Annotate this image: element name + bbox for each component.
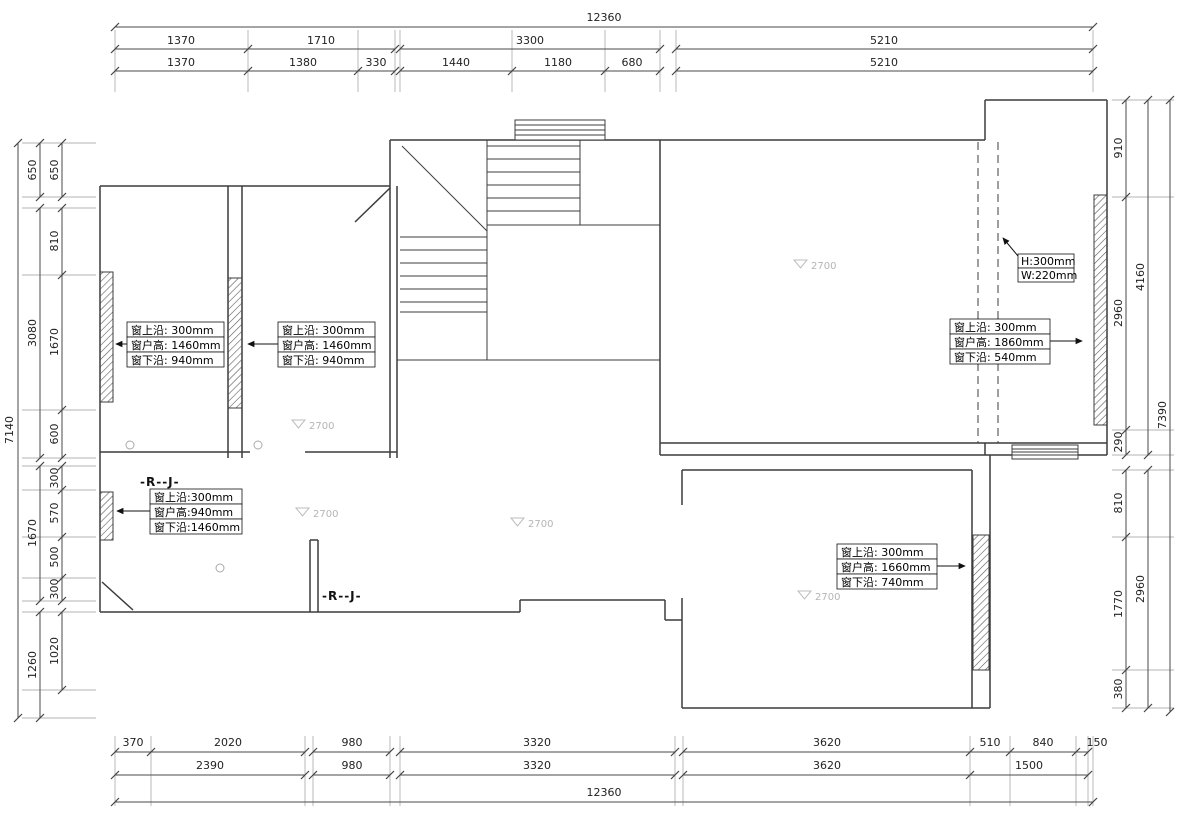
window-upper-left-interior bbox=[227, 277, 243, 409]
dim-right-mid-0: 4160 bbox=[1134, 263, 1147, 291]
dim-top-r3-4: 1180 bbox=[544, 56, 572, 69]
window-annotation-3: 窗上沿: 300mm 窗户高: 1860mm 窗下沿: 540mm bbox=[949, 318, 1083, 365]
window-annotation-3-bottom: 窗下沿: 540mm bbox=[954, 350, 1037, 364]
ceiling-marker-5: 2700 bbox=[815, 592, 840, 603]
window-annotation-5-height: 窗户高: 1660mm bbox=[841, 560, 931, 574]
dim-top-r3-3: 1440 bbox=[442, 56, 470, 69]
dim-left-total: 7140 bbox=[3, 416, 16, 444]
window-annotation-4-bottom: 窗下沿:1460mm bbox=[154, 520, 240, 534]
dim-bot-r2-2: 3320 bbox=[523, 759, 551, 772]
window-annotation-5-top: 窗上沿: 300mm bbox=[841, 545, 924, 559]
dim-bot-r2-0: 2390 bbox=[196, 759, 224, 772]
window-upper-left-exterior bbox=[99, 271, 114, 403]
dim-left-in-0: 650 bbox=[48, 160, 61, 181]
window-annotation-4-top: 窗上沿:300mm bbox=[154, 490, 233, 504]
dim-bot-r1-2: 980 bbox=[342, 736, 363, 749]
dim-left-mid-1: 3080 bbox=[26, 319, 39, 347]
rj-label-lower: -R--J- bbox=[322, 589, 362, 603]
dashed-beam-lines bbox=[977, 142, 999, 443]
dim-top-r3-6: 5210 bbox=[870, 56, 898, 69]
dim-left-in-4: 300 bbox=[48, 468, 61, 489]
dim-bot-r1-6: 840 bbox=[1033, 736, 1054, 749]
dim-top-r2-3: 5210 bbox=[870, 34, 898, 47]
window-annotation-3-top: 窗上沿: 300mm bbox=[954, 320, 1037, 334]
dim-left-mid-0: 650 bbox=[26, 160, 39, 181]
dim-bot-r1-3: 3320 bbox=[523, 736, 551, 749]
window-annotation-1-height: 窗户高: 1460mm bbox=[131, 338, 221, 352]
annotation-arrow bbox=[1002, 237, 1019, 257]
dim-right-total: 7390 bbox=[1156, 401, 1169, 429]
window-symbols bbox=[99, 119, 1108, 671]
dim-left-in-1: 810 bbox=[48, 231, 61, 252]
window-annotation-1-top: 窗上沿: 300mm bbox=[131, 323, 214, 337]
dimension-labels: 12360 1370 1710 3300 5210 1370 1380 330 … bbox=[3, 11, 1169, 799]
fixture-symbols bbox=[125, 440, 263, 573]
stair-break-line bbox=[401, 145, 488, 232]
dim-right-mid-1: 2960 bbox=[1134, 575, 1147, 603]
window-annotation-5-bottom: 窗下沿: 740mm bbox=[841, 575, 924, 589]
dim-bot-r2-3: 3620 bbox=[813, 759, 841, 772]
dim-bot-r2-1: 980 bbox=[342, 759, 363, 772]
window-right-large bbox=[1093, 194, 1108, 426]
window-annotation-2-height: 窗户高: 1460mm bbox=[282, 338, 372, 352]
window-stair-top bbox=[514, 119, 606, 141]
dim-right-in-2: 290 bbox=[1112, 432, 1125, 453]
dim-left-mid-2: 1670 bbox=[26, 519, 39, 547]
dim-bottom-total: 12360 bbox=[587, 786, 622, 799]
window-annotation-1: 窗上沿: 300mm 窗户高: 1460mm 窗下沿: 940mm bbox=[115, 321, 225, 368]
dim-left-in-7: 300 bbox=[48, 579, 61, 600]
dim-right-in-1: 2960 bbox=[1112, 299, 1125, 327]
ceiling-marker-2: 2700 bbox=[811, 261, 836, 272]
window-bottom-right bbox=[972, 534, 990, 671]
ceiling-marker-3: 2700 bbox=[313, 509, 338, 520]
dim-right-in-5: 380 bbox=[1112, 679, 1125, 700]
dim-left-mid-3: 1260 bbox=[26, 651, 39, 679]
window-annotation-2: 窗上沿: 300mm 窗户高: 1460mm 窗下沿: 940mm bbox=[247, 321, 376, 368]
extension-lines bbox=[22, 30, 1174, 806]
dim-right-in-4: 1770 bbox=[1112, 590, 1125, 618]
window-right-sill bbox=[1011, 444, 1079, 460]
dim-top-r3-2: 330 bbox=[366, 56, 387, 69]
window-annotation-1-bottom: 窗下沿: 940mm bbox=[131, 353, 214, 367]
dim-bot-r1-0: 370 bbox=[123, 736, 144, 749]
dim-left-in-8: 1020 bbox=[48, 637, 61, 665]
dim-right-in-0: 910 bbox=[1112, 138, 1125, 159]
window-annotation-4-height: 窗户高:940mm bbox=[154, 505, 233, 519]
window-annotation-2-top: 窗上沿: 300mm bbox=[282, 323, 365, 337]
dim-left-in-6: 500 bbox=[48, 547, 61, 568]
dim-top-r2-0: 1370 bbox=[167, 34, 195, 47]
dim-top-r3-0: 1370 bbox=[167, 56, 195, 69]
ceiling-height-markers: 2700 2700 2700 2700 2700 bbox=[290, 259, 840, 603]
staircase bbox=[397, 140, 660, 361]
ceiling-marker-1: 2700 bbox=[309, 421, 334, 432]
dim-top-r3-5: 680 bbox=[622, 56, 643, 69]
dim-bot-r1-1: 2020 bbox=[214, 736, 242, 749]
dim-right-in-3: 810 bbox=[1112, 493, 1125, 514]
window-annotation-4: 窗上沿:300mm 窗户高:940mm 窗下沿:1460mm bbox=[116, 488, 243, 535]
dim-bot-r1-7: 150 bbox=[1087, 736, 1108, 749]
window-middle-left bbox=[99, 491, 114, 541]
dim-bot-r1-4: 3620 bbox=[813, 736, 841, 749]
window-annotation-5: 窗上沿: 300mm 窗户高: 1660mm 窗下沿: 740mm bbox=[836, 543, 966, 590]
walls bbox=[99, 99, 1108, 709]
window-annotation-3-height: 窗户高: 1860mm bbox=[954, 335, 1044, 349]
dim-top-r2-1: 1710 bbox=[307, 34, 335, 47]
dim-top-r3-1: 1380 bbox=[289, 56, 317, 69]
beam-height-label: H:300mm bbox=[1021, 255, 1075, 268]
beam-annotation: H:300mm W:220mm bbox=[1002, 237, 1077, 283]
ceiling-marker-4: 2700 bbox=[528, 519, 553, 530]
dim-top-total: 12360 bbox=[587, 11, 622, 24]
dim-left-in-5: 570 bbox=[48, 503, 61, 524]
dim-left-in-2: 1670 bbox=[48, 328, 61, 356]
dim-bot-r2-4: 1500 bbox=[1015, 759, 1043, 772]
dim-bot-r1-5: 510 bbox=[980, 736, 1001, 749]
beam-width-label: W:220mm bbox=[1021, 269, 1077, 282]
dimension-lines bbox=[17, 26, 1171, 803]
dim-top-r2-2: 3300 bbox=[516, 34, 544, 47]
window-annotation-2-bottom: 窗下沿: 940mm bbox=[282, 353, 365, 367]
rj-label-upper: -R--J- bbox=[140, 475, 180, 489]
dim-left-in-3: 600 bbox=[48, 424, 61, 445]
rj-labels: -R--J- -R--J- bbox=[140, 475, 362, 603]
